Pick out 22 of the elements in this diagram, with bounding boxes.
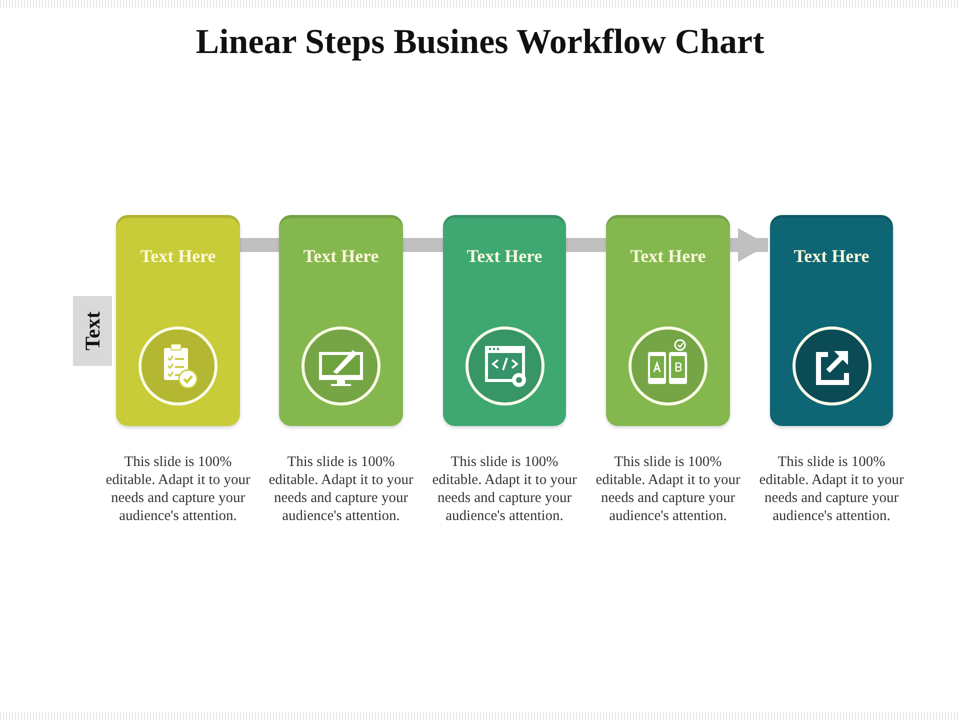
step-card xyxy=(116,215,240,426)
step-card xyxy=(443,215,566,426)
step-description: This slide is 100% editable. Adapt it to your needs and capture your audience's attention. xyxy=(431,453,578,525)
step-description: This slide is 100% editable. Adapt it to your needs and capture your audience's attention. xyxy=(758,453,905,525)
step-heading: Text Here xyxy=(629,246,707,267)
tab-label: Text xyxy=(80,312,105,350)
step-heading: Text Here xyxy=(792,246,870,267)
step-description: This slide is 100% editable. Adapt it to your needs and capture your audience's attention. xyxy=(104,453,252,525)
step-heading: Text Here xyxy=(139,246,217,267)
title: Linear Steps Busines Workflow Chart xyxy=(194,22,766,62)
connector-bar xyxy=(240,238,279,252)
step-description: This slide is 100% editable. Adapt it to your needs and capture your audience's attention. xyxy=(594,453,742,525)
step-heading: Text Here xyxy=(466,246,544,267)
step-card xyxy=(770,215,893,426)
arrow xyxy=(730,228,768,262)
step-heading: Text Here xyxy=(302,246,380,267)
connector-bar xyxy=(566,238,606,252)
side-tab xyxy=(73,296,112,366)
step-card xyxy=(606,215,730,426)
step-card xyxy=(279,215,403,426)
connector-bar xyxy=(403,238,443,252)
step-description: This slide is 100% editable. Adapt it to your needs and capture your audience's attention. xyxy=(268,453,414,525)
